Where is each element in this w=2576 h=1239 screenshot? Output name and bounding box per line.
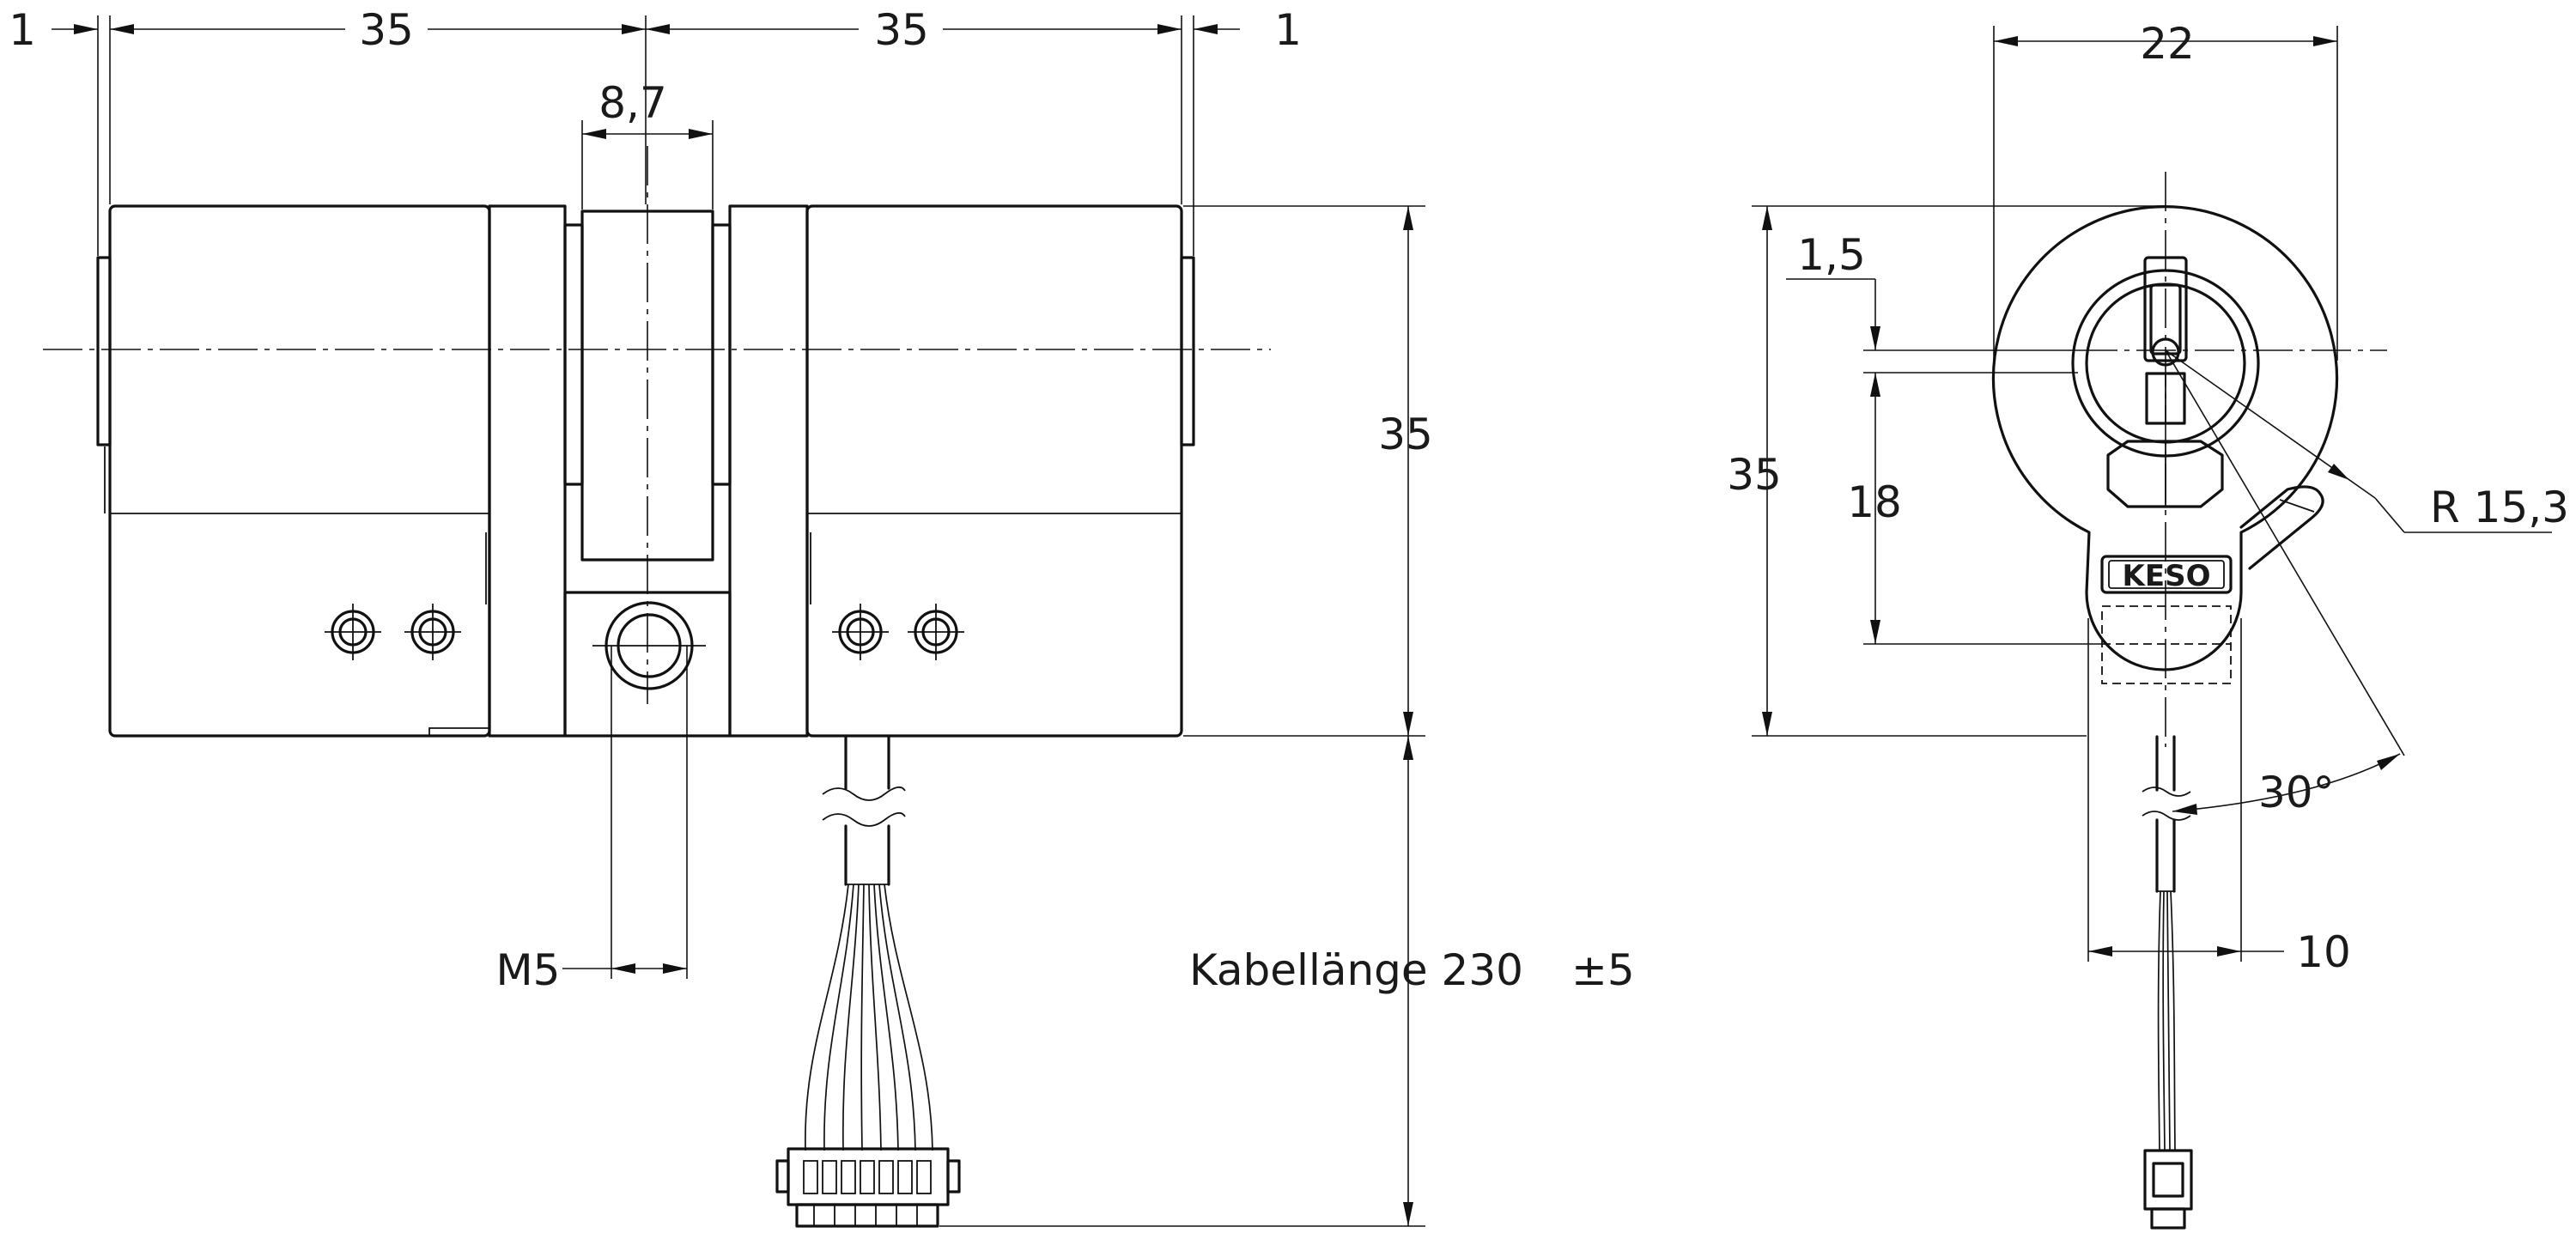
cylinder-profile — [1991, 205, 2339, 671]
dim-right-offset: 1 — [1274, 5, 1302, 55]
front-top-dimensions: 1 35 35 1 8,7 — [9, 5, 1302, 256]
thread-dimension: M5 — [496, 646, 688, 995]
dim-height: 35 — [1378, 410, 1433, 459]
brand-mark: KESO — [2123, 559, 2211, 593]
dim-left-half: 35 — [359, 5, 414, 55]
side-cable — [2142, 735, 2193, 1230]
cable-exit-dimension: 10 — [2087, 618, 2351, 977]
dim-cable-exit: 10 — [2296, 927, 2351, 977]
dim-right-half: 35 — [874, 5, 929, 55]
radius-dimension: R 15,3 — [2165, 349, 2569, 533]
side-offset-dimensions: 1,5 18 — [1786, 230, 2102, 645]
wires — [805, 884, 933, 1151]
dim-width: 22 — [2140, 19, 2195, 69]
side-height-dimension: 35 — [1727, 205, 2164, 737]
angle-dimension: 30° — [2165, 349, 2405, 817]
collar-left — [488, 204, 567, 738]
dim-centre-height: 18 — [1847, 477, 1902, 527]
dim-radius: R 15,3 — [2430, 483, 2569, 532]
side-width-dimension: 22 — [1993, 19, 2338, 361]
cable-length-label: Kabellänge 230 — [1189, 945, 1523, 995]
dim-offset: 1,5 — [1797, 230, 1866, 280]
connector — [775, 1147, 961, 1228]
cam-lobe — [2239, 485, 2324, 570]
side-view: KESO — [1727, 19, 2569, 1230]
dim-left-offset: 1 — [9, 5, 36, 55]
cable-length-dimension: Kabellänge 230 ±5 — [939, 736, 1635, 1227]
cable — [822, 734, 906, 886]
dim-cam-width: 8,7 — [598, 78, 667, 128]
front-height-dimension: 35 — [1183, 205, 1433, 737]
front-view: 1 35 35 1 8,7 35 M5 — [9, 5, 1635, 1228]
dim-height-side: 35 — [1727, 450, 1782, 500]
screw-holes — [325, 604, 964, 660]
cylinder-right-body — [805, 204, 1183, 738]
collar-right — [728, 204, 809, 738]
dim-angle: 30° — [2258, 768, 2335, 817]
cable-tolerance: ±5 — [1571, 945, 1635, 995]
dim-thread: M5 — [496, 945, 561, 995]
